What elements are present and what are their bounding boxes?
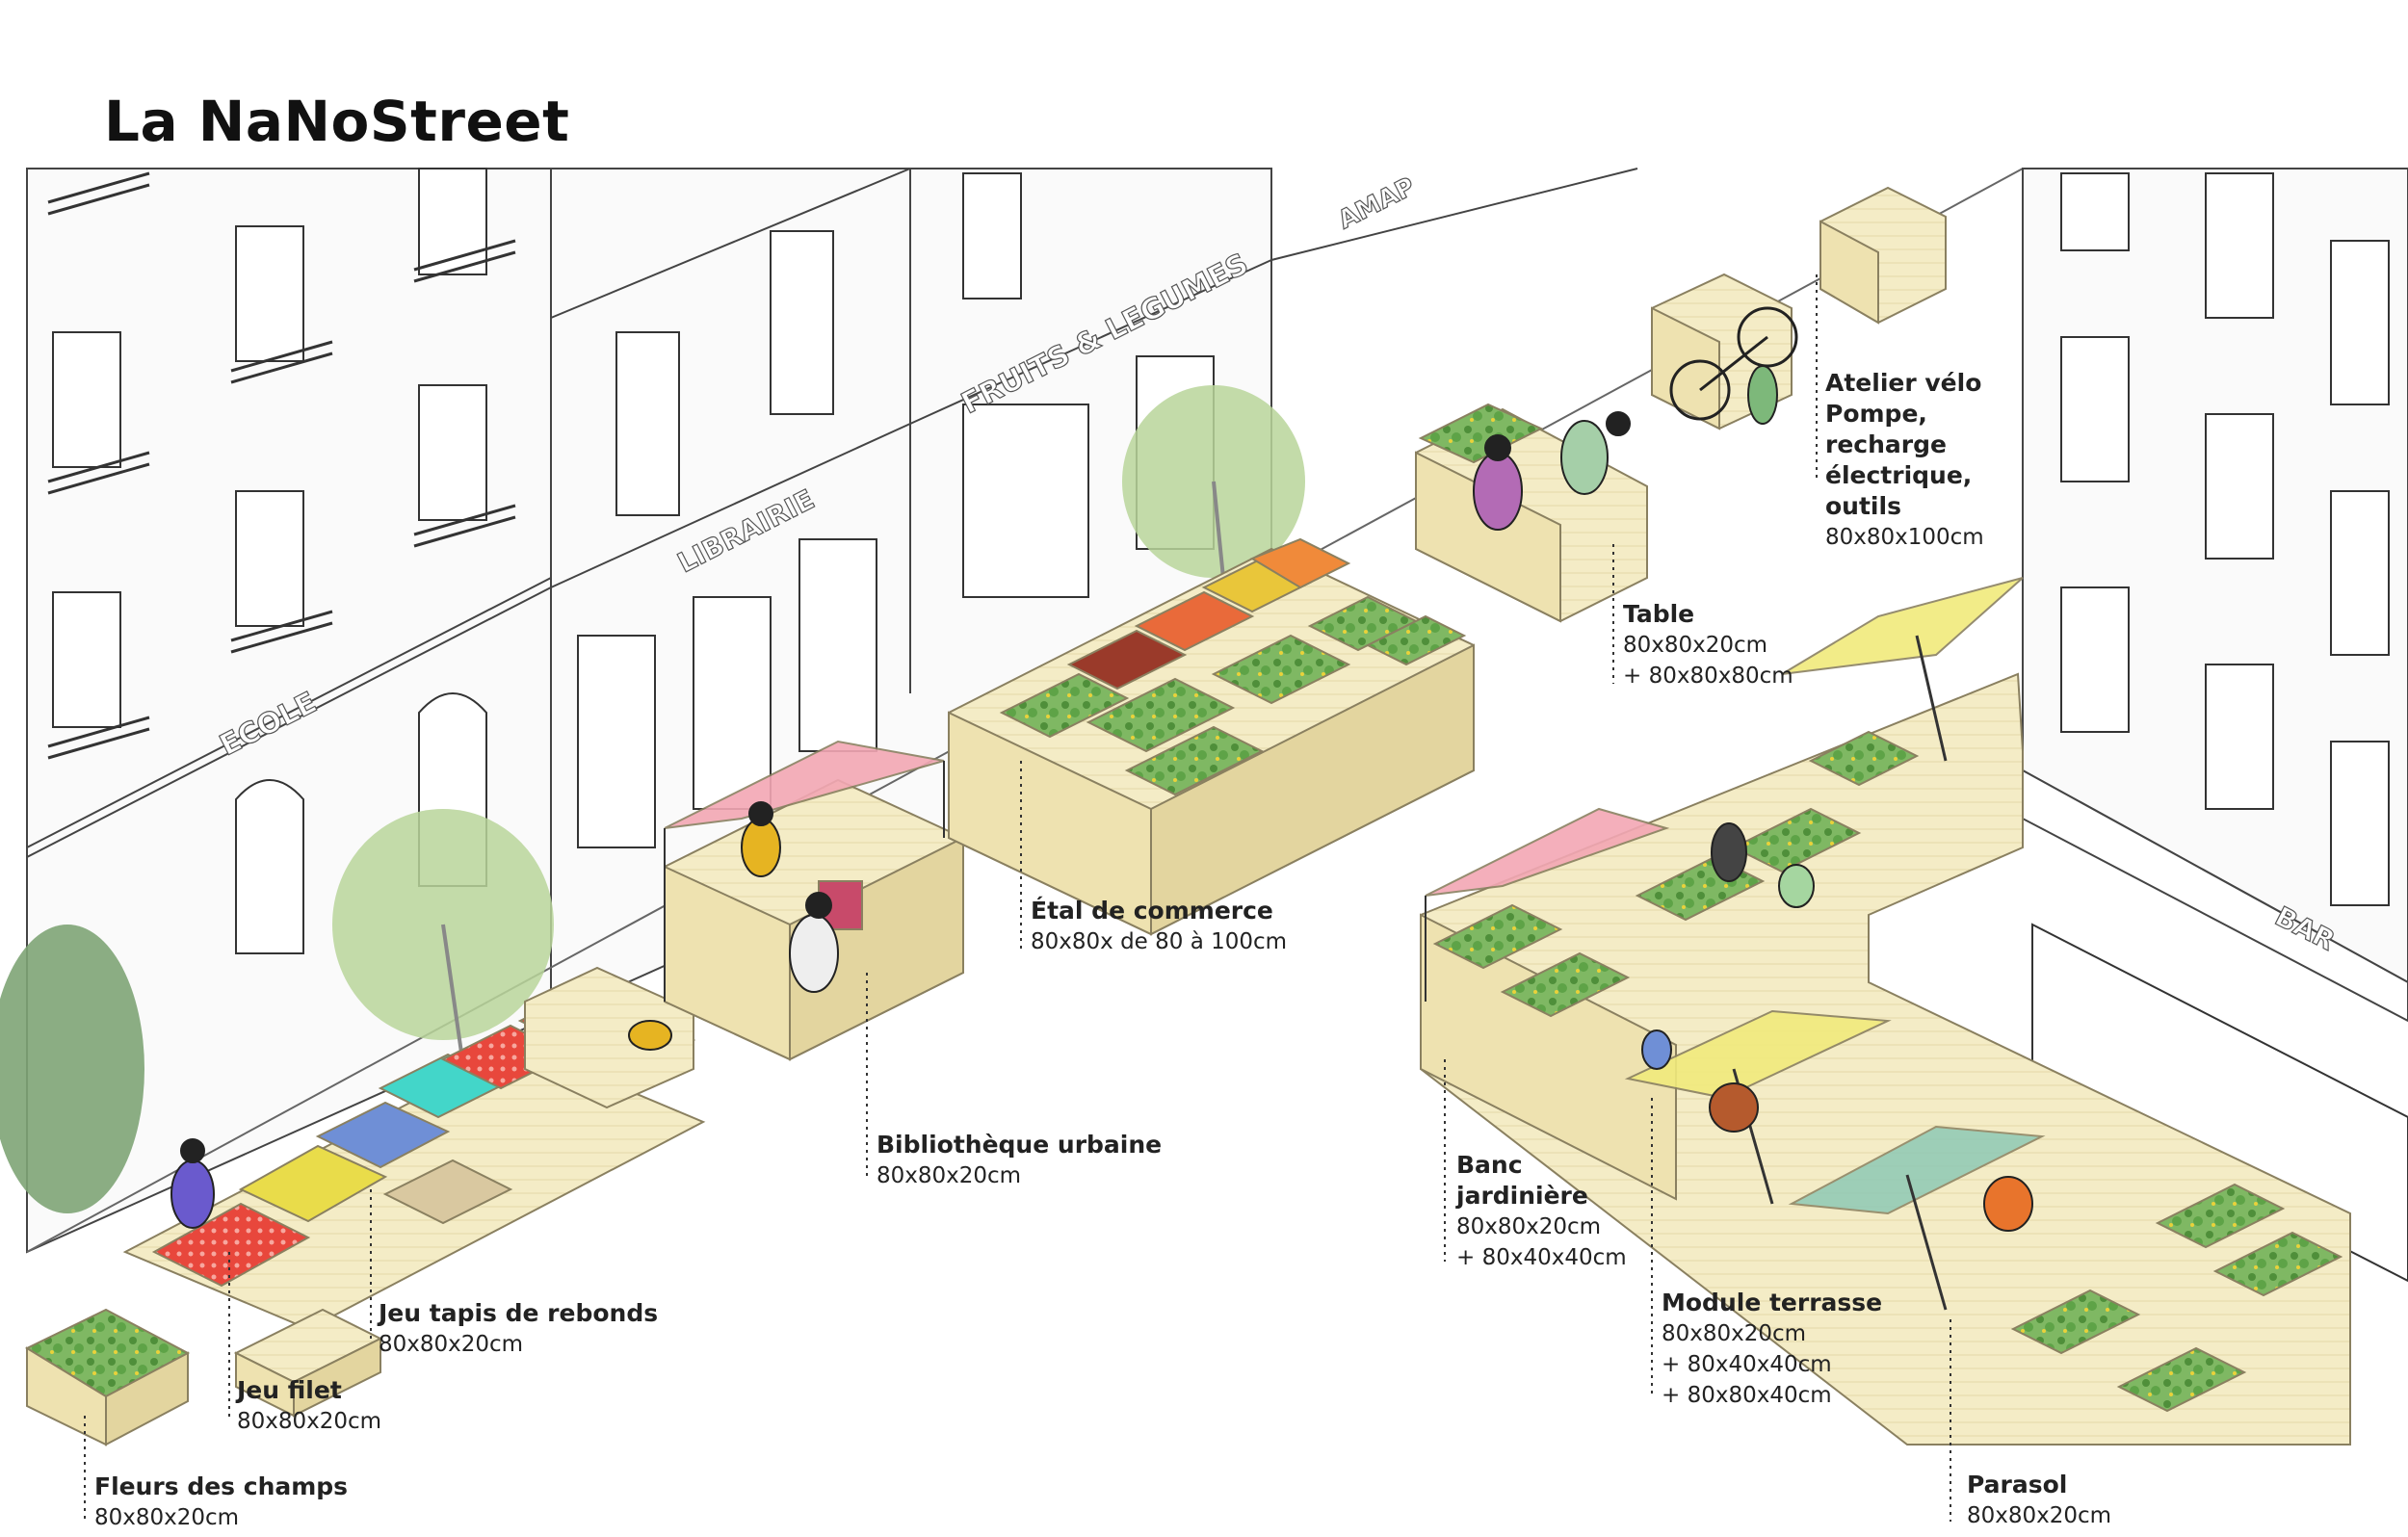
callout-dims: 80x80x20cm: [1623, 633, 1768, 658]
callout-title: Fleurs des champs: [94, 1472, 349, 1500]
callout-dims-extra: + 80x40x40cm: [1456, 1245, 1627, 1270]
callout-dims: 80x80x100cm: [1825, 525, 1984, 550]
callout-title: Jeu tapis de rebonds: [379, 1299, 659, 1327]
table-module: [1415, 403, 1648, 623]
fleurs-box: [24, 1308, 191, 1446]
play-area: [122, 966, 706, 1418]
jeu-filet-net: [151, 1202, 311, 1288]
callout-parasol: Parasol 80x80x20cm: [1967, 1470, 2111, 1531]
callout-dims: 80x80x20cm: [1967, 1503, 2112, 1528]
callout-jeu-tapis: Jeu tapis de rebonds 80x80x20cm: [379, 1298, 658, 1360]
callout-banc: Banc jardinière 80x80x20cm + 80x40x40cm: [1456, 1150, 1639, 1273]
page-title: La NaNoStreet: [104, 89, 570, 154]
balcony-railings: [47, 171, 516, 760]
atelier-velo-module: [1651, 186, 1947, 430]
callout-atelier: Atelier vélo Pompe, recharge électrique,…: [1825, 368, 2037, 553]
tree-edge: [0, 925, 144, 1213]
people: [170, 365, 2033, 1232]
callout-jeu-filet: Jeu filet 80x80x20cm: [237, 1375, 381, 1437]
callout-dims: 80x80x20cm: [94, 1505, 240, 1530]
callout-dims-extra: + 80x40x40cm: [1662, 1352, 1832, 1377]
callout-dims-extra: + 80x80x80cm: [1623, 664, 1793, 689]
bicycle-icon: [1669, 359, 1731, 421]
callout-title: Module terrasse: [1662, 1289, 1883, 1316]
callout-dims-extra2: + 80x80x40cm: [1662, 1383, 1832, 1408]
callout-subtitle: Pompe, recharge électrique, outils: [1825, 400, 1973, 520]
callout-title: Bibliothèque urbaine: [877, 1131, 1163, 1159]
callout-etal: Étal de commerce 80x80x de 80 à 100cm: [1031, 896, 1287, 957]
right-building-windows: [2031, 172, 2408, 1283]
callout-dims: 80x80x20cm: [237, 1409, 382, 1434]
yellow-parasol-top: [1781, 577, 2024, 675]
callout-title: Parasol: [1967, 1471, 2068, 1498]
callout-dims: 80x80x20cm: [877, 1163, 1022, 1188]
tree-left: [332, 809, 554, 1060]
callout-title: Atelier vélo: [1825, 369, 1982, 397]
callout-bibliotheque: Bibliothèque urbaine 80x80x20cm: [877, 1130, 1162, 1191]
etal-module: [948, 537, 1475, 936]
callout-title: Étal de commerce: [1031, 897, 1273, 925]
callout-terrasse: Module terrasse 80x80x20cm + 80x40x40cm …: [1662, 1288, 1882, 1411]
callout-dims: 80x80x de 80 à 100cm: [1031, 929, 1288, 954]
callout-dims: 80x80x20cm: [1662, 1321, 1807, 1346]
callout-table: Table 80x80x20cm + 80x80x80cm: [1623, 599, 1793, 691]
tree-center: [1122, 385, 1305, 579]
callout-fleurs: Fleurs des champs 80x80x20cm: [94, 1472, 348, 1533]
leader-lines: [84, 274, 1951, 1522]
callout-dims: 80x80x20cm: [1456, 1214, 1602, 1239]
callout-dims: 80x80x20cm: [379, 1332, 524, 1357]
callout-title: Table: [1623, 600, 1695, 628]
callout-title: Jeu filet: [237, 1376, 342, 1404]
callout-title: Banc jardinière: [1456, 1151, 1588, 1210]
